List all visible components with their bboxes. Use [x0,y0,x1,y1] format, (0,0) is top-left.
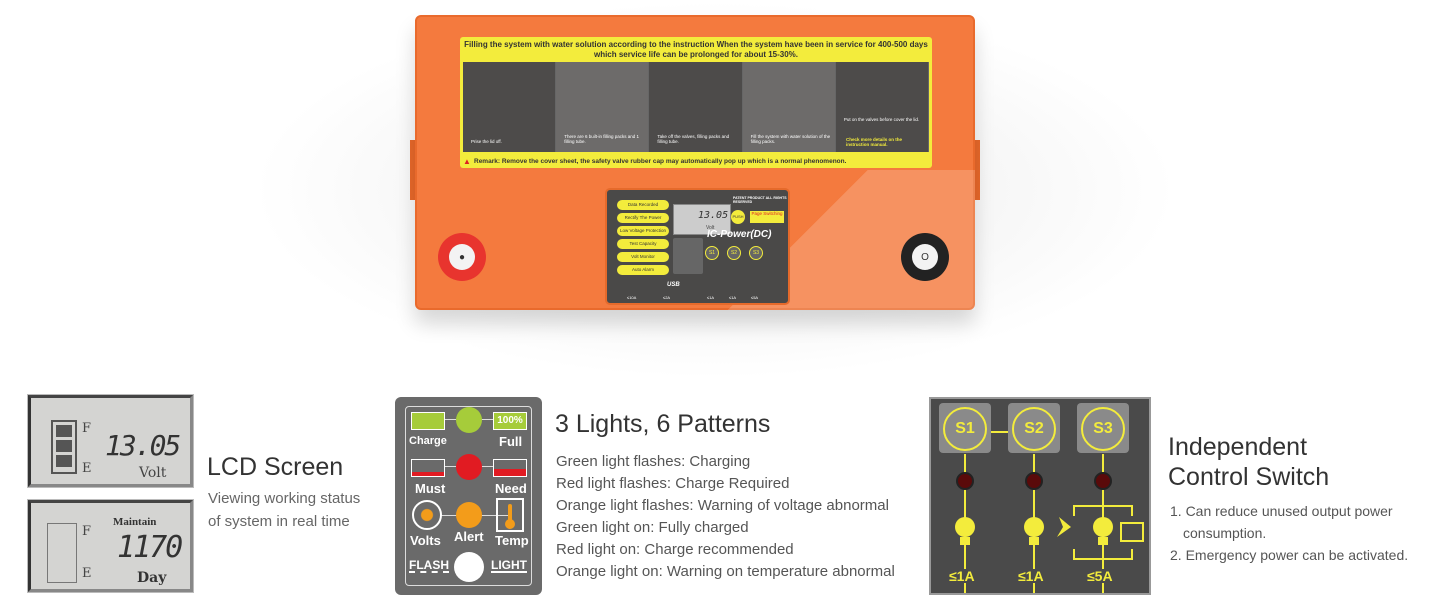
function-pill: Test Capacity [617,239,669,249]
switch-s1-button[interactable]: S1 [943,407,987,451]
control-panel: Data Recorded Rectify The Power Low Volt… [605,188,790,305]
red-light [456,454,482,480]
light-label: LIGHT [491,558,527,573]
patent-text: PATENT PRODUCT ALL RIGHTS RESERVED [733,196,787,204]
battery-level-icon [51,420,77,474]
rating: ≤1A [707,295,715,300]
label-heading: Filling the system with water solution a… [464,40,928,59]
mini-lights-panel [673,238,703,274]
full-mark: F [82,421,92,436]
voltmeter-icon [412,500,442,530]
temp-label: Temp [495,533,529,548]
must-label: Must [415,481,446,496]
charge-label: Charge [409,435,447,447]
green-light [456,407,482,433]
switch-title-line: Control Switch [1168,463,1330,491]
battery-empty-icon [47,523,77,583]
indicator-lights-panel: 100% Charge Full Must Need Volts Alert T… [395,397,542,595]
lights-item: Green light flashes: Charging [556,453,751,470]
usb-port[interactable]: USB [667,282,680,288]
voltage-value: 13.05 [105,429,181,462]
switch-wiring [955,431,1144,593]
lights-item: Green light on: Fully charged [556,519,749,536]
lcd-screen-days: F E Maintain 1170 Day [28,500,193,592]
lcd-title: LCD Screen [207,453,344,481]
switch-item: 1. Can reduce unused output power [1170,503,1393,519]
charge-icon [411,412,445,430]
lights-item: Orange light flashes: Warning of voltage… [556,497,889,514]
rating: ≤1A [729,295,737,300]
full-mark: F [82,524,92,539]
lcd-desc-line: Viewing working status [208,490,361,507]
label-remark: Remark: Remove the cover sheet, the safe… [460,157,932,166]
function-pill: Data Recorded [617,200,669,210]
brand-logo: IC-Power(DC) [707,229,772,240]
rating-s1: ≤1A [949,568,975,584]
rating-s2: ≤1A [1018,568,1044,584]
switch-s3-button[interactable]: S3 [1081,407,1125,451]
function-pill: Auto Alarm [617,265,669,275]
rating: ≤5A [751,295,759,300]
function-pill: Rectify The Power [617,213,669,223]
white-light [454,552,484,582]
volts-label: Volts [410,533,441,548]
days-unit: Day [137,570,167,586]
empty-mark: E [82,461,92,476]
switch-s1[interactable]: S1 [705,246,719,260]
panel-lcd-unit: Volt [706,225,715,231]
days-value: 1170 [117,530,183,565]
lcd-desc-line: of system in real time [208,513,350,530]
switch-s2-button[interactable]: S2 [1012,407,1056,451]
label-step: Take off the valves, filling packs and f… [649,62,743,152]
page-switching-label: Page Switching [750,211,784,223]
lights-item: Red light on: Charge recommended [556,541,794,558]
label-step: There are 6 built-in filling packs and 1… [556,62,650,152]
thermometer-icon [496,498,524,532]
lights-title: 3 Lights, 6 Patterns [555,410,771,438]
orange-light [456,502,482,528]
panel-lcd-value: 13.05 [698,210,729,221]
full-label: Full [499,434,523,449]
lcd-screen-voltage: F E 13.05 Volt [28,395,193,487]
full-icon: 100% [493,412,527,430]
need-icon [493,459,527,477]
label-step: Fill the system with water solution of t… [742,62,836,152]
flash-label: FLASH [409,558,449,573]
switch-item: 2. Emergency power can be activated. [1170,547,1409,563]
function-pill: Low Voltage Protection [617,226,669,236]
switch-title-line: Independent [1168,433,1308,461]
instruction-label: Filling the system with water solution a… [460,37,932,168]
control-switch-panel: S1 S2 S3 ≤1A ≤1A ≤5A [929,397,1151,595]
switch-s2[interactable]: S2 [727,246,741,260]
rating: ≤2A [663,295,671,300]
push-button[interactable]: PUSH [731,210,745,224]
label-step-extra: Check more details on the instruction ma… [846,137,903,147]
need-label: Need [495,481,527,496]
lights-item: Orange light on: Warning on temperature … [556,563,895,580]
label-step: Put on the valves before cover the lid. [835,62,930,152]
lights-item: Red light flashes: Charge Required [556,475,790,492]
label-step: Prise the lid off. [463,62,557,152]
must-icon [411,459,445,477]
positive-terminal: ● [438,233,486,281]
switch-item: consumption. [1183,525,1267,541]
function-pill: Volt Monitor [617,252,669,262]
negative-terminal: O [901,233,949,281]
alert-label: Alert [454,529,484,544]
maintain-label: Maintain [113,516,157,528]
rating-s3: ≤5A [1087,568,1113,584]
empty-mark: E [82,566,92,581]
voltage-unit: Volt [139,465,167,481]
rating: ≤10A [627,295,637,300]
switch-s3[interactable]: S3 [749,246,763,260]
